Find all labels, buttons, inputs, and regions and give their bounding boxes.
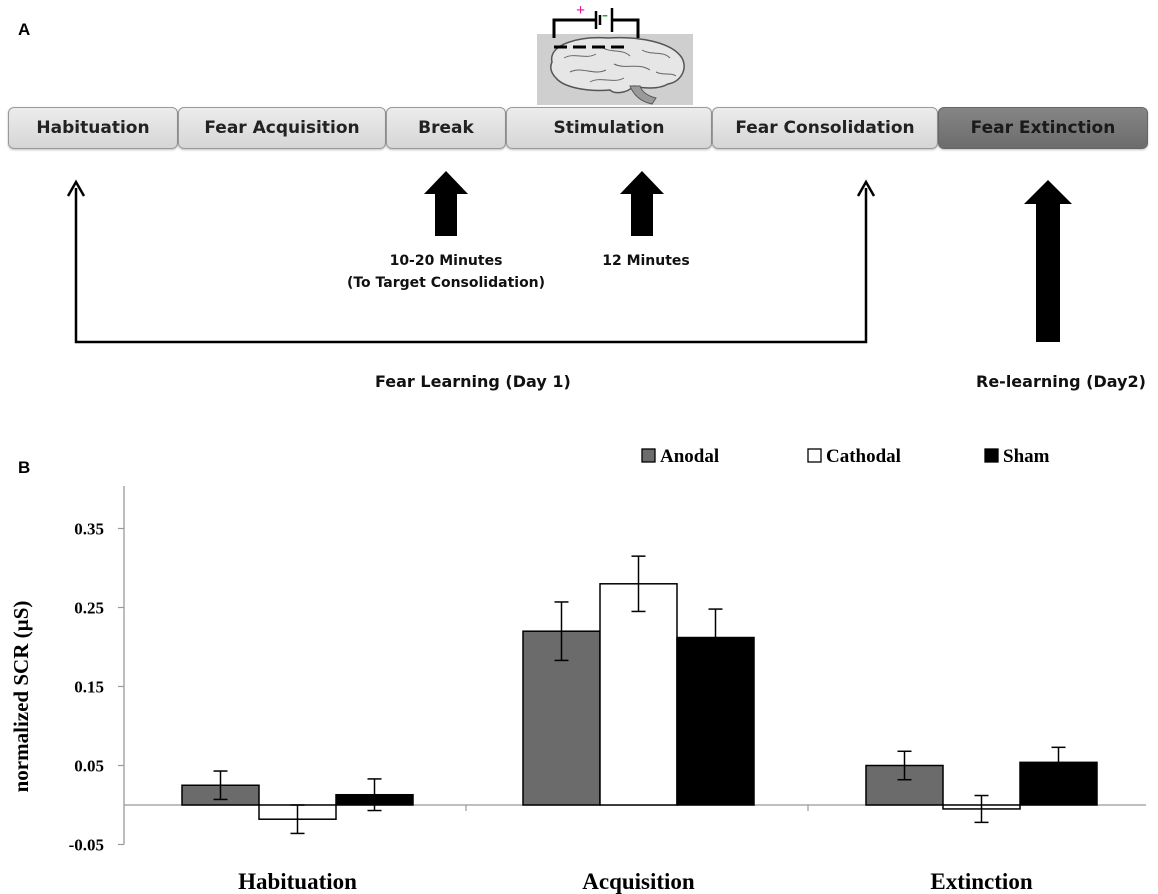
legend-label: Sham xyxy=(1003,446,1050,467)
electrode-plus: + xyxy=(576,2,585,19)
brain-electrode-illustration: + - xyxy=(537,2,693,105)
legend-swatch xyxy=(641,448,656,463)
stage-fear-acquisition: Fear Acquisition xyxy=(178,107,386,149)
stage-fear-extinction: Fear Extinction xyxy=(938,107,1148,149)
bracket-right-arrowhead xyxy=(856,179,876,197)
legend-swatch xyxy=(984,448,999,463)
y-tick-label: 0.05 xyxy=(74,757,104,776)
stimulation-duration-note: 12 Minutes xyxy=(602,253,690,269)
y-tick-label: 0.25 xyxy=(74,599,104,618)
panel-b-label: B xyxy=(18,458,31,477)
stimulation-arrow xyxy=(620,171,664,236)
break-duration-line1: 10-20 Minutes xyxy=(389,253,503,269)
bracket-left-arrowhead xyxy=(66,179,86,197)
day2-phase-label: Re-learning (Day2) xyxy=(976,372,1146,391)
extinction-arrow xyxy=(1024,180,1072,342)
bar xyxy=(599,583,678,806)
legend-swatch xyxy=(807,448,822,463)
x-category-label: Acquisition xyxy=(582,869,695,894)
stage-habituation: Habituation xyxy=(8,107,178,149)
y-tick-label: 0.15 xyxy=(74,678,104,697)
y-axis-label: normalized SCR (µS) xyxy=(9,601,33,793)
stage-fear-consolidation: Fear Consolidation xyxy=(712,107,938,149)
timeline-arrows xyxy=(66,171,1072,344)
legend-label: Cathodal xyxy=(826,446,901,467)
break-duration-note: 10-20 Minutes (To Target Consolidation) xyxy=(346,250,546,294)
scr-bar-chart: 0.35 0.25 0.15 0.05 -0.05 normalized SCR (µS)… xyxy=(9,446,1146,894)
x-category-label: Habituation xyxy=(238,869,357,894)
legend-label: Anodal xyxy=(660,446,719,467)
y-tick-label: 0.35 xyxy=(74,520,104,539)
stage-stimulation: Stimulation xyxy=(506,107,712,149)
break-duration-line2: (To Target Consolidation) xyxy=(346,275,546,291)
stage-break: Break xyxy=(386,107,506,149)
panel-a-label: A xyxy=(18,20,31,39)
day1-phase-label: Fear Learning (Day 1) xyxy=(375,372,571,391)
day1-bracket-line xyxy=(74,188,868,344)
electrode-minus: - xyxy=(602,4,608,24)
y-tick-label: -0.05 xyxy=(69,836,104,855)
x-category-label: Extinction xyxy=(930,869,1032,894)
break-arrow xyxy=(424,171,468,236)
